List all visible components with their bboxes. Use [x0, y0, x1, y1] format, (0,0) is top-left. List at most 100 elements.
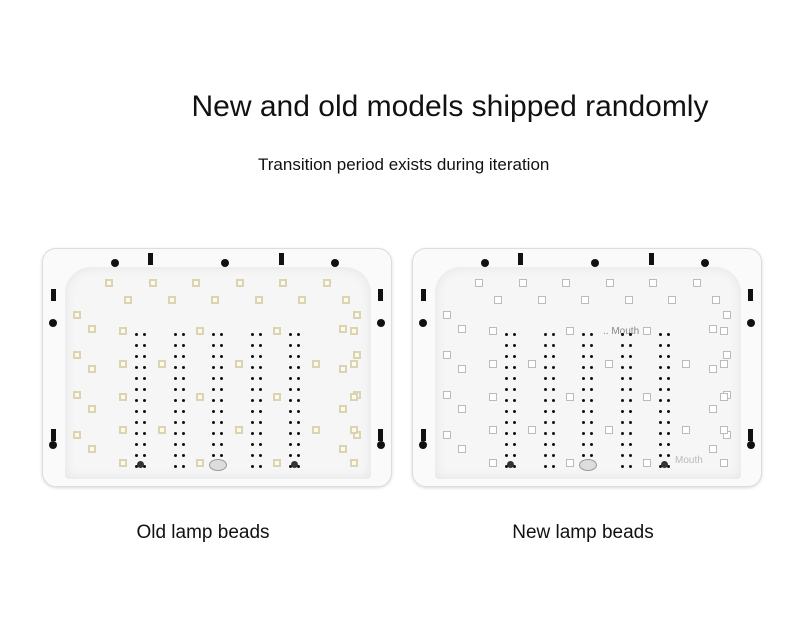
vent-dot [667, 432, 670, 435]
vent-dot [582, 366, 585, 369]
vent-dot [143, 366, 146, 369]
vent-dot [258, 454, 262, 457]
vent-dot [620, 410, 624, 413]
led-bead [518, 279, 527, 287]
screw [291, 461, 298, 468]
vent-dot [628, 344, 632, 347]
led-bead [273, 393, 281, 401]
vent-dot [551, 399, 555, 402]
led-bead [234, 426, 243, 434]
vent-dot [551, 388, 555, 391]
vent-dot [628, 454, 632, 457]
screw [661, 461, 668, 468]
vent-dot [582, 333, 585, 336]
vent-dot [659, 333, 662, 336]
vent-dot [505, 388, 508, 391]
vent-dot [543, 410, 547, 413]
mount-clip [378, 289, 383, 301]
led-bead [443, 391, 451, 399]
vent-dot [289, 388, 292, 391]
vent-dot [590, 388, 593, 391]
led-bead [489, 360, 497, 368]
vent-dot [582, 421, 585, 424]
vent-dot [590, 432, 593, 435]
led-bead [566, 459, 574, 467]
led-bead [119, 360, 127, 368]
vent-dot [582, 355, 585, 358]
vent-dot [543, 333, 547, 336]
vent-dot [628, 465, 632, 468]
vent-dot [173, 333, 177, 336]
vent-dot [505, 432, 508, 435]
vent-dot [135, 443, 138, 446]
vent-dot [258, 333, 262, 336]
mount-clip [421, 289, 426, 301]
vent-dot [173, 443, 177, 446]
vent-dot [667, 366, 670, 369]
vent-dot [620, 421, 624, 424]
vent-dot [135, 333, 138, 336]
vent-dot [220, 377, 223, 380]
vent-dot [135, 355, 138, 358]
led-bead [148, 279, 157, 287]
vent-dot [667, 344, 670, 347]
vent-dot [258, 377, 262, 380]
led-bead [723, 311, 731, 319]
led-bead [720, 393, 728, 401]
led-bead [339, 445, 347, 453]
led-bead [311, 426, 320, 434]
vent-dot [212, 366, 215, 369]
led-bead [604, 360, 613, 368]
led-bead [709, 365, 717, 373]
vent-dot [513, 399, 516, 402]
vent-dot [543, 355, 547, 358]
led-bead [443, 351, 451, 359]
vent-dot [143, 333, 146, 336]
vent-dot [513, 465, 516, 468]
vent-dot [250, 454, 254, 457]
vent-dot [505, 377, 508, 380]
vent-dot [297, 333, 300, 336]
vent-dot [551, 443, 555, 446]
vent-dot [659, 465, 662, 468]
vent-dot [289, 454, 292, 457]
vent-dot [173, 432, 177, 435]
sensor [579, 459, 597, 471]
mount-hole [701, 259, 709, 267]
led-bead [350, 327, 358, 335]
vent-dot [505, 333, 508, 336]
vent-dot [582, 443, 585, 446]
vent-dot [590, 377, 593, 380]
mount-hole [221, 259, 229, 267]
mount-clip [748, 289, 753, 301]
vent-dot [659, 399, 662, 402]
vent-dot [143, 355, 146, 358]
led-bead [709, 445, 717, 453]
vent-dot [181, 366, 185, 369]
led-bead [681, 426, 690, 434]
vent-dot [258, 432, 262, 435]
vent-dot [212, 410, 215, 413]
led-bead [73, 311, 81, 319]
vent-dot [551, 410, 555, 413]
vent-dot [220, 410, 223, 413]
led-bead [581, 296, 589, 304]
vent-dot [212, 421, 215, 424]
led-bead [88, 325, 96, 333]
vent-dot [551, 454, 555, 457]
vent-dot [297, 432, 300, 435]
led-bead [350, 459, 358, 467]
vent-dot [173, 399, 177, 402]
vent-dot [143, 465, 146, 468]
vent-dot [143, 399, 146, 402]
vent-dot [620, 443, 624, 446]
vent-dot [143, 432, 146, 435]
led-bead [720, 360, 728, 368]
led-bead [458, 365, 466, 373]
vent-dot [543, 399, 547, 402]
vent-dot [543, 465, 547, 468]
vent-dot [667, 465, 670, 468]
vent-dot [289, 399, 292, 402]
mount-hole [419, 441, 427, 449]
vent-dot [551, 432, 555, 435]
